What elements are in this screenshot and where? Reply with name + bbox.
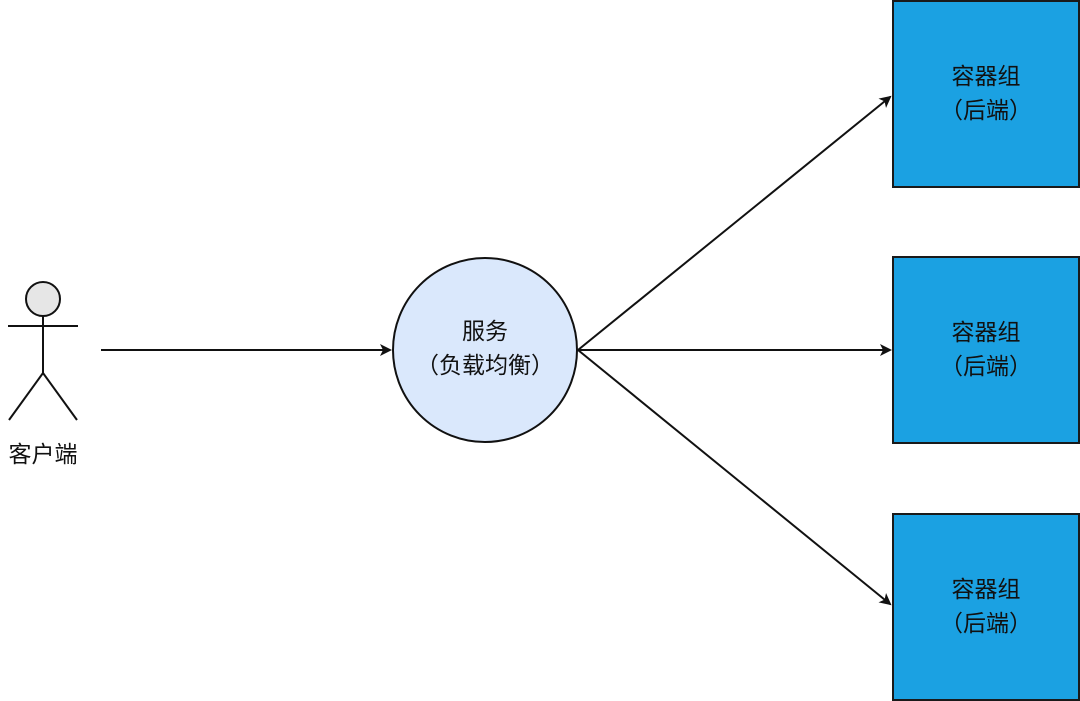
pod-subtitle: （后端） bbox=[940, 611, 1032, 637]
pod-subtitle: （后端） bbox=[940, 354, 1032, 380]
edge-service-to-pod-1 bbox=[577, 95, 892, 351]
service-subtitle: （负载均衡） bbox=[416, 353, 554, 379]
service-node bbox=[392, 257, 578, 443]
pod-title: 容器组 bbox=[951, 64, 1021, 90]
pod-node-2: 容器组 （后端） bbox=[892, 256, 1080, 444]
client-label: 客户端 bbox=[8, 442, 78, 468]
client-actor-icon bbox=[8, 281, 78, 421]
service-title: 服务 bbox=[462, 319, 508, 345]
service-label: 服务 （负载均衡） bbox=[393, 315, 577, 383]
pod-title: 容器组 bbox=[951, 320, 1021, 346]
pod-node-3: 容器组 （后端） bbox=[892, 513, 1080, 701]
pod-node-1: 容器组 （后端） bbox=[892, 0, 1080, 188]
edge-service-to-pod-3 bbox=[577, 349, 892, 606]
pod-title: 容器组 bbox=[951, 577, 1021, 603]
pod-subtitle: （后端） bbox=[940, 98, 1032, 124]
